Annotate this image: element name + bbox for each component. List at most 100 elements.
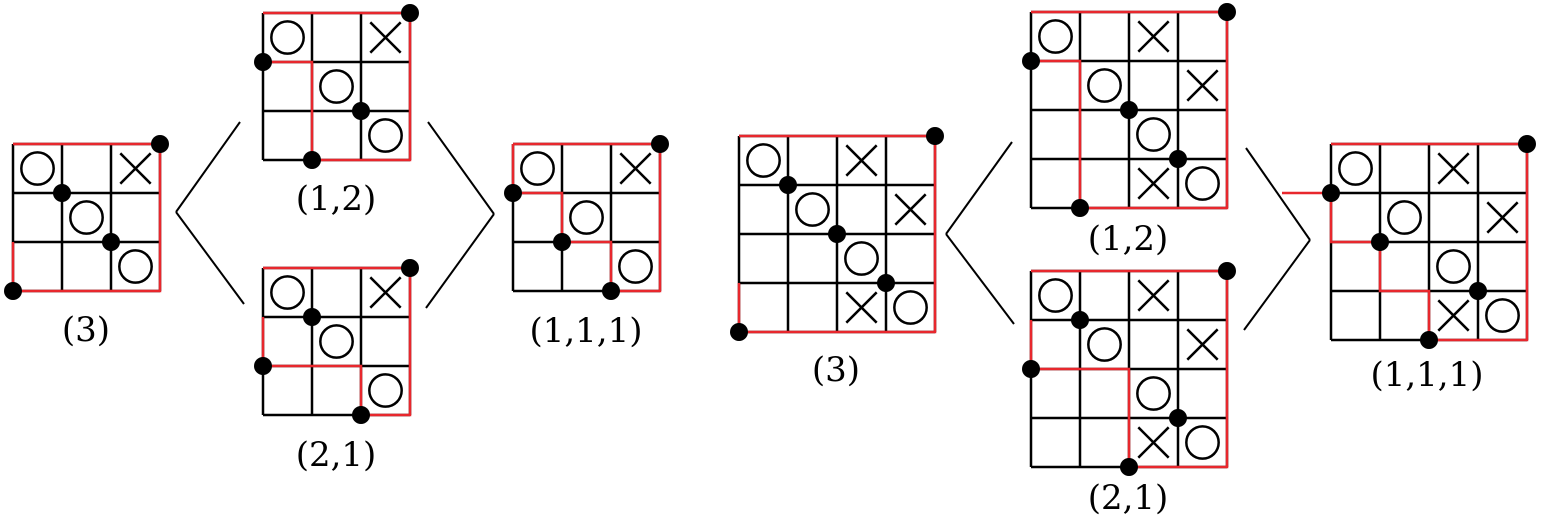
lattice-dot	[1322, 184, 1340, 202]
right-close-bracket-upper	[1245, 147, 1311, 241]
lattice-dot	[1218, 3, 1236, 21]
cross-mark	[619, 152, 652, 185]
grid-right-12	[1022, 3, 1236, 217]
red-path	[11, 142, 162, 293]
lattice-dot	[102, 233, 120, 251]
circle-mark	[1038, 278, 1073, 313]
left-close-bracket-upper	[427, 121, 495, 215]
red-path	[263, 11, 412, 162]
left-open-bracket-lower	[175, 211, 245, 305]
circle-mark	[893, 290, 928, 325]
lattice-dot	[1071, 199, 1089, 217]
circle-mark	[1087, 68, 1122, 103]
circle-mark	[1185, 166, 1220, 201]
cross-mark	[894, 193, 927, 226]
grid-right-21	[1022, 262, 1236, 476]
lattice-dot	[1022, 52, 1040, 70]
lattice-dot	[254, 357, 272, 375]
red-path	[1029, 269, 1229, 469]
red-path	[1031, 10, 1229, 210]
lattice-dot	[151, 135, 169, 153]
left-open-bracket-upper	[175, 121, 241, 213]
cross-mark	[845, 291, 878, 324]
circle-mark	[1387, 200, 1422, 235]
circle-mark	[1185, 425, 1220, 460]
lattice-dot	[1518, 135, 1536, 153]
right-diagram: (3) (1,2) (2,1) (1,1,1)	[730, 3, 1536, 518]
lattice-dot	[352, 102, 370, 120]
red-path	[511, 142, 662, 293]
lattice-dot	[254, 53, 272, 71]
lattice-dot	[926, 127, 944, 145]
circle-mark	[520, 151, 555, 186]
grid-left-3	[4, 135, 169, 300]
circle-mark	[1136, 376, 1171, 411]
lattice-dot	[53, 184, 71, 202]
lattice-dot	[4, 282, 22, 300]
circle-mark	[1136, 117, 1171, 152]
cross-mark	[1437, 152, 1470, 185]
lattice-dot	[1218, 262, 1236, 280]
right-open-bracket-upper	[945, 141, 1013, 235]
label-right-3: (3)	[812, 350, 860, 390]
circle-mark	[618, 249, 653, 284]
lattice-dot	[1469, 282, 1487, 300]
cross-mark	[369, 276, 402, 309]
lattice-dot	[1169, 150, 1187, 168]
lattice-dot	[1120, 458, 1138, 476]
circle-mark	[69, 200, 104, 235]
lattice-dot	[1022, 360, 1040, 378]
red-path	[261, 266, 412, 417]
label-left-21: (2,1)	[296, 435, 377, 475]
right-bracket-lines	[945, 141, 1311, 331]
cross-mark	[1137, 426, 1170, 459]
circle-mark	[20, 151, 55, 186]
left-bracket-lines	[175, 121, 495, 309]
cross-mark	[1137, 279, 1170, 312]
label-right-12: (1,2)	[1088, 219, 1169, 259]
right-close-bracket-lower	[1243, 239, 1311, 331]
circle-mark	[569, 200, 604, 235]
grid-right-3	[730, 127, 944, 341]
lattice-dot	[303, 151, 321, 169]
circle-mark	[1338, 151, 1373, 186]
circle-mark	[319, 69, 354, 104]
cross-mark	[1137, 20, 1170, 53]
grid-left-21	[254, 259, 419, 424]
left-diagram: (3) (1,2) (2,1) (1,1,1)	[4, 4, 669, 475]
lattice-dot	[877, 274, 895, 292]
cross-mark	[1437, 299, 1470, 332]
grid-right-111	[1282, 135, 1536, 349]
lattice-dot	[504, 184, 522, 202]
lattice-dot	[401, 4, 419, 22]
lattice-dot	[401, 259, 419, 277]
cross-mark	[119, 152, 152, 185]
circle-mark	[1485, 298, 1520, 333]
lattice-dot	[1420, 331, 1438, 349]
lattice-dot	[352, 406, 370, 424]
grid-left-12	[254, 4, 419, 169]
circle-mark	[746, 143, 781, 178]
circle-mark	[1087, 327, 1122, 362]
lattice-dot	[602, 282, 620, 300]
circle-mark	[1038, 19, 1073, 54]
label-right-111: (1,1,1)	[1370, 355, 1483, 395]
circle-mark	[844, 241, 879, 276]
lattice-dot	[779, 176, 797, 194]
circle-mark	[1436, 249, 1471, 284]
lattice-dot	[730, 323, 748, 341]
circle-mark	[270, 275, 305, 310]
circle-mark	[270, 20, 305, 55]
right-open-bracket-lower	[945, 233, 1015, 325]
label-left-12: (1,2)	[296, 179, 377, 219]
lattice-dot	[303, 308, 321, 326]
cross-mark	[1186, 69, 1219, 102]
cross-mark	[1137, 167, 1170, 200]
circle-mark	[118, 249, 153, 284]
cross-mark	[1186, 328, 1219, 361]
grid-left-111	[504, 135, 669, 300]
lattice-dot	[1071, 311, 1089, 329]
red-path	[737, 134, 937, 334]
red-path	[1282, 142, 1529, 342]
